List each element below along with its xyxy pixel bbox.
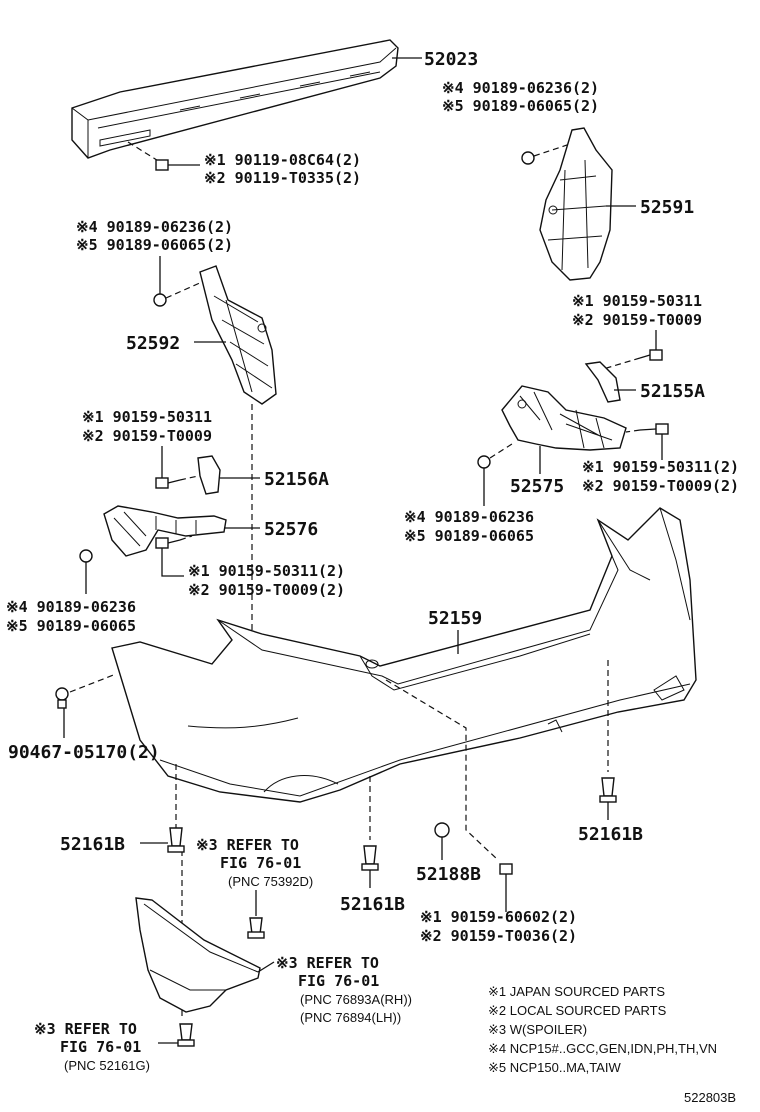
part-number-90189-06236-tr: ※4 90189-06236(2)	[442, 79, 599, 97]
part-number-52161b-mid: 52161B	[340, 894, 405, 915]
part-number-90119-08c64: ※1 90119-08C64(2)	[204, 151, 361, 169]
part-number-52575: 52575	[510, 476, 564, 497]
leader-dash	[127, 141, 161, 163]
clip-nut-icon[interactable]	[79, 549, 93, 563]
screw-icon[interactable]	[639, 423, 669, 435]
part-number-52188b: 52188B	[416, 864, 481, 885]
push-clip-icon[interactable]	[599, 777, 617, 803]
part-number-90189-06065-l3: ※5 90189-06065	[6, 617, 136, 635]
bumper-reinforcement-part[interactable]	[71, 39, 399, 159]
part-number-90189-06236-mid: ※4 90189-06236	[404, 508, 534, 526]
leader-dash	[625, 429, 641, 433]
part-number-90159-t0009-l1: ※2 90159-T0009	[82, 427, 212, 445]
screw-icon[interactable]	[155, 477, 181, 489]
bolt-icon[interactable]	[155, 159, 200, 171]
refer-note-2-line3: (PNC 76893A(RH))	[300, 992, 412, 1007]
legend-item-5: ※5 NCP150..MA,TAIW	[488, 1060, 621, 1075]
part-number-52023: 52023	[424, 49, 478, 70]
refer-note-2-line1: ※3 REFER TO	[276, 954, 379, 972]
refer-note-1-line3: (PNC 75392D)	[228, 874, 313, 889]
part-number-90189-06065-tl: ※5 90189-06065(2)	[76, 236, 233, 254]
retainer-rh-part[interactable]	[584, 361, 621, 403]
legend-item-4: ※4 NCP15#..GCC,GEN,IDN,PH,TH,VN	[488, 1041, 717, 1056]
part-number-90159-t0009-r2: ※2 90159-T0009(2)	[582, 477, 739, 495]
leader-dash	[69, 673, 117, 693]
part-number-52161b-right: 52161B	[578, 824, 643, 845]
part-number-52576: 52576	[264, 519, 318, 540]
side-bracket-rh-part[interactable]	[539, 127, 613, 281]
screw-icon[interactable]	[639, 349, 663, 361]
part-number-52156a: 52156A	[264, 469, 329, 490]
figure-code: 522803B	[684, 1090, 736, 1105]
side-bracket-lh-part[interactable]	[199, 265, 277, 405]
legend-item-2: ※2 LOCAL SOURCED PARTS	[488, 1003, 667, 1018]
bracket-lh-part[interactable]	[103, 505, 227, 557]
refer-note-2-line4: (PNC 76894(LH))	[300, 1010, 401, 1025]
refer-note-3-line2: FIG 76-01	[60, 1038, 141, 1056]
leader-dash	[533, 143, 571, 157]
legend-item-1: ※1 JAPAN SOURCED PARTS	[488, 984, 665, 999]
part-number-90159-50311-l1: ※1 90159-50311	[82, 408, 212, 426]
part-number-90159-50311-l2: ※1 90159-50311(2)	[188, 562, 345, 580]
part-number-90159-60602: ※1 90159-60602(2)	[420, 908, 577, 926]
refer-note-1-line2: FIG 76-01	[220, 854, 301, 872]
part-number-90159-50311-r1: ※1 90159-50311	[572, 292, 702, 310]
retainer-lh-part[interactable]	[197, 455, 221, 495]
push-clip-icon[interactable]	[167, 827, 185, 853]
push-clip-icon[interactable]	[177, 1023, 195, 1047]
clip-icon[interactable]	[434, 822, 450, 838]
bumper-cover-part[interactable]	[111, 507, 697, 803]
clip-nut-icon[interactable]	[521, 151, 535, 165]
legend: ※1 JAPAN SOURCED PARTS ※2 LOCAL SOURCED …	[488, 984, 717, 1075]
clip-nut-icon[interactable]	[153, 293, 167, 307]
bracket-rh-part[interactable]	[501, 385, 627, 451]
part-number-52159: 52159	[428, 608, 482, 629]
mudguard-spoiler-part[interactable]	[135, 897, 261, 1013]
screw-icon[interactable]	[155, 537, 181, 549]
part-number-90467-05170: 90467-05170(2)	[8, 742, 160, 763]
part-number-90189-06236-tl: ※4 90189-06236(2)	[76, 218, 233, 236]
part-number-90189-06065-mid: ※5 90189-06065	[404, 527, 534, 545]
part-number-90189-06065-tr: ※5 90189-06065(2)	[442, 97, 599, 115]
leader-line	[161, 548, 184, 577]
part-number-52155a: 52155A	[640, 381, 705, 402]
leader-dash	[165, 281, 203, 299]
part-number-90159-t0036: ※2 90159-T0036(2)	[420, 927, 577, 945]
leader-dash	[489, 443, 513, 459]
part-number-52591: 52591	[640, 197, 694, 218]
clip-nut-icon[interactable]	[477, 455, 491, 469]
part-number-90159-t0009-l2: ※2 90159-T0009(2)	[188, 581, 345, 599]
leader-dash	[179, 475, 199, 481]
leader-dash	[179, 535, 193, 541]
leader-dash	[385, 679, 499, 861]
screw-icon[interactable]	[499, 863, 513, 875]
push-clip-icon[interactable]	[361, 845, 379, 871]
part-number-52592: 52592	[126, 333, 180, 354]
legend-item-3: ※3 W(SPOILER)	[488, 1022, 587, 1037]
part-number-90159-50311-r2: ※1 90159-50311(2)	[582, 458, 739, 476]
refer-note-3-line3: (PNC 52161G)	[64, 1058, 150, 1073]
part-number-52161b-left: 52161B	[60, 834, 125, 855]
part-number-90189-06236-l3: ※4 90189-06236	[6, 598, 136, 616]
refer-note-1-line1: ※3 REFER TO	[196, 836, 299, 854]
refer-note-3-line1: ※3 REFER TO	[34, 1020, 137, 1038]
leader-line	[257, 961, 275, 973]
part-number-90159-t0009-r1: ※2 90159-T0009	[572, 311, 702, 329]
refer-note-2-line2: FIG 76-01	[298, 972, 379, 990]
push-clip-icon[interactable]	[247, 917, 265, 939]
clip-icon[interactable]	[55, 687, 69, 709]
part-number-90119-t0335: ※2 90119-T0335(2)	[204, 169, 361, 187]
